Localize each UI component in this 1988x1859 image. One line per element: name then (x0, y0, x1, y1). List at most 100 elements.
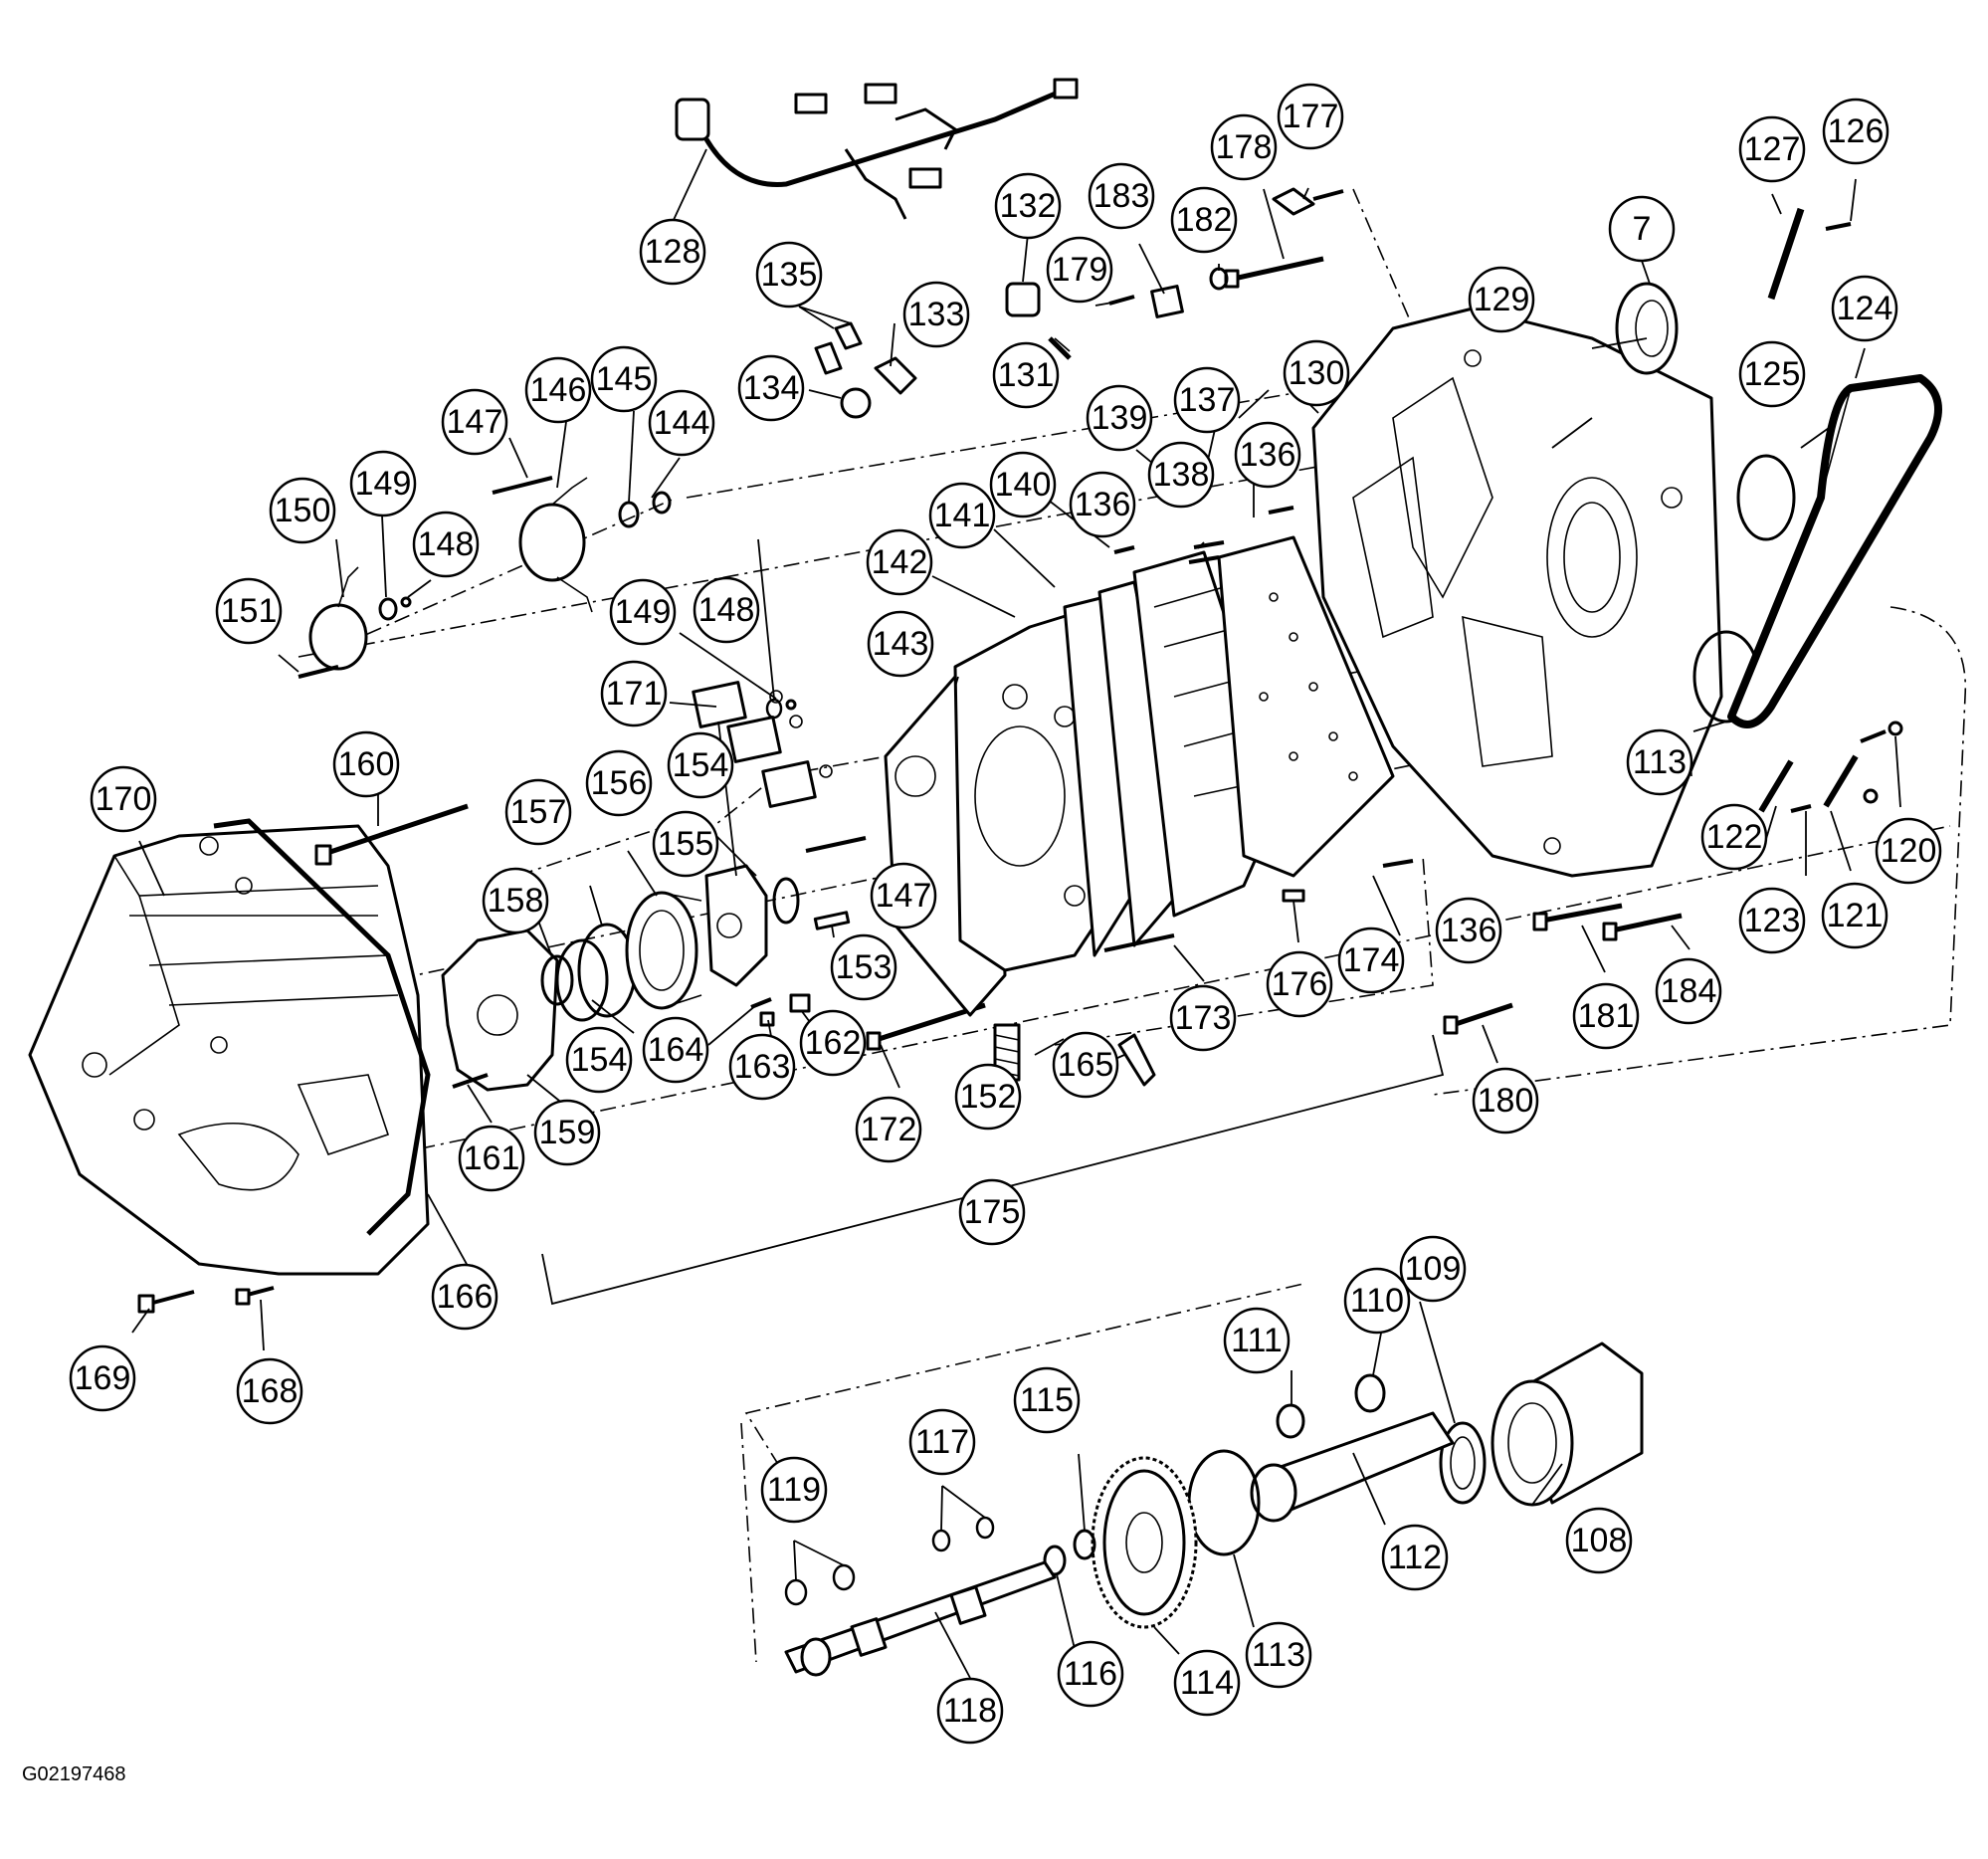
callout-169[interactable]: 169 (69, 1344, 136, 1412)
callout-160[interactable]: 160 (332, 730, 400, 798)
svg-text:160: 160 (338, 745, 395, 783)
svg-text:108: 108 (1571, 1522, 1628, 1559)
seal-7 (1615, 282, 1679, 375)
gear-114 (1091, 1456, 1198, 1629)
callout-154-mid[interactable]: 154 (667, 731, 734, 799)
callout-145[interactable]: 145 (590, 345, 658, 413)
callout-179[interactable]: 179 (1046, 236, 1113, 304)
callout-165[interactable]: 165 (1052, 1031, 1119, 1099)
callout-138[interactable]: 138 (1147, 441, 1215, 509)
callout-136-top[interactable]: 136 (1234, 421, 1301, 489)
svg-text:121: 121 (1827, 897, 1884, 934)
callout-112[interactable]: 112 (1381, 1524, 1449, 1591)
callout-157[interactable]: 157 (504, 778, 572, 846)
callout-146[interactable]: 146 (524, 356, 592, 424)
svg-text:162: 162 (805, 1024, 862, 1062)
callout-159[interactable]: 159 (533, 1099, 601, 1166)
callout-110[interactable]: 110 (1343, 1267, 1411, 1335)
callout-149-mid[interactable]: 149 (609, 578, 677, 646)
callout-120[interactable]: 120 (1875, 817, 1942, 885)
callout-178[interactable]: 178 (1210, 113, 1278, 181)
callout-126[interactable]: 126 (1822, 98, 1889, 165)
callout-166[interactable]: 166 (431, 1263, 498, 1331)
callout-119[interactable]: 119 (760, 1456, 828, 1524)
callout-134[interactable]: 134 (737, 354, 805, 422)
callout-116[interactable]: 116 (1057, 1640, 1124, 1708)
callout-175[interactable]: 175 (958, 1178, 1026, 1246)
callout-151[interactable]: 151 (215, 577, 283, 645)
callout-180[interactable]: 180 (1472, 1067, 1539, 1135)
callout-155[interactable]: 155 (652, 810, 719, 878)
callout-162[interactable]: 162 (799, 1009, 867, 1077)
callout-109[interactable]: 109 (1399, 1235, 1467, 1303)
callout-124[interactable]: 124 (1831, 275, 1898, 342)
callout-168[interactable]: 168 (236, 1357, 303, 1425)
callout-108[interactable]: 108 (1565, 1507, 1633, 1574)
callout-182[interactable]: 182 (1170, 186, 1238, 254)
callout-135[interactable]: 135 (755, 241, 823, 309)
svg-text:137: 137 (1179, 381, 1236, 419)
callout-152[interactable]: 152 (954, 1063, 1022, 1131)
callout-113-lower[interactable]: 113 (1245, 1621, 1312, 1689)
callout-118[interactable]: 118 (936, 1677, 1004, 1745)
callout-154-lower[interactable]: 154 (565, 1026, 633, 1094)
svg-text:180: 180 (1478, 1082, 1534, 1120)
callout-142[interactable]: 142 (866, 528, 933, 596)
callout-156[interactable]: 156 (585, 749, 653, 817)
svg-text:131: 131 (998, 356, 1055, 394)
callout-137[interactable]: 137 (1173, 366, 1241, 434)
callout-128[interactable]: 128 (639, 218, 706, 286)
callout-115[interactable]: 115 (1013, 1366, 1081, 1434)
callout-150[interactable]: 150 (269, 477, 336, 544)
callout-181[interactable]: 181 (1572, 982, 1640, 1050)
callout-161[interactable]: 161 (458, 1125, 525, 1192)
callout-147-mid[interactable]: 147 (870, 862, 937, 930)
callout-121[interactable]: 121 (1821, 882, 1889, 949)
callout-117[interactable]: 117 (908, 1408, 976, 1476)
callout-176[interactable]: 176 (1266, 950, 1333, 1018)
callout-183[interactable]: 183 (1088, 162, 1155, 230)
callout-174[interactable]: 174 (1337, 927, 1405, 994)
callout-136-bottom[interactable]: 136 (1435, 897, 1502, 964)
svg-text:154: 154 (673, 746, 729, 784)
callout-164[interactable]: 164 (642, 1016, 709, 1084)
callout-133[interactable]: 133 (902, 281, 970, 348)
callout-144[interactable]: 144 (648, 389, 715, 457)
callout-130[interactable]: 130 (1283, 339, 1350, 407)
svg-text:116: 116 (1064, 1655, 1117, 1693)
callout-113[interactable]: 113 (1626, 728, 1693, 796)
callout-184[interactable]: 184 (1655, 957, 1722, 1025)
svg-text:117: 117 (915, 1423, 969, 1461)
callout-140[interactable]: 140 (989, 451, 1057, 518)
callout-132[interactable]: 132 (994, 172, 1062, 240)
svg-text:156: 156 (591, 764, 648, 802)
callout-173[interactable]: 173 (1169, 984, 1237, 1052)
callout-177[interactable]: 177 (1277, 83, 1344, 150)
callout-153[interactable]: 153 (830, 933, 897, 1001)
callout-163[interactable]: 163 (728, 1033, 796, 1101)
callout-122[interactable]: 122 (1700, 803, 1768, 871)
callout-148-mid[interactable]: 148 (693, 576, 760, 644)
callout-143[interactable]: 143 (867, 610, 934, 678)
callout-7[interactable]: 7 (1608, 195, 1676, 263)
callout-148-top[interactable]: 148 (412, 511, 480, 578)
parts (28, 78, 1942, 1677)
callout-131[interactable]: 131 (992, 341, 1060, 409)
callout-136-left[interactable]: 136 (1069, 471, 1136, 538)
callout-111[interactable]: 111 (1223, 1307, 1291, 1374)
svg-text:154: 154 (571, 1041, 628, 1079)
callout-147-top[interactable]: 147 (441, 388, 508, 456)
callout-158[interactable]: 158 (482, 867, 549, 934)
svg-text:134: 134 (743, 369, 800, 407)
callout-170[interactable]: 170 (90, 765, 157, 833)
callout-129[interactable]: 129 (1468, 266, 1535, 333)
callout-127[interactable]: 127 (1738, 115, 1806, 183)
callout-171[interactable]: 171 (600, 660, 668, 727)
callout-149-top[interactable]: 149 (349, 450, 417, 517)
callout-125[interactable]: 125 (1738, 340, 1806, 408)
callout-139[interactable]: 139 (1086, 384, 1153, 452)
callout-172[interactable]: 172 (855, 1096, 922, 1163)
callout-114[interactable]: 114 (1173, 1649, 1241, 1717)
callout-141[interactable]: 141 (928, 482, 996, 549)
callout-123[interactable]: 123 (1738, 887, 1806, 954)
